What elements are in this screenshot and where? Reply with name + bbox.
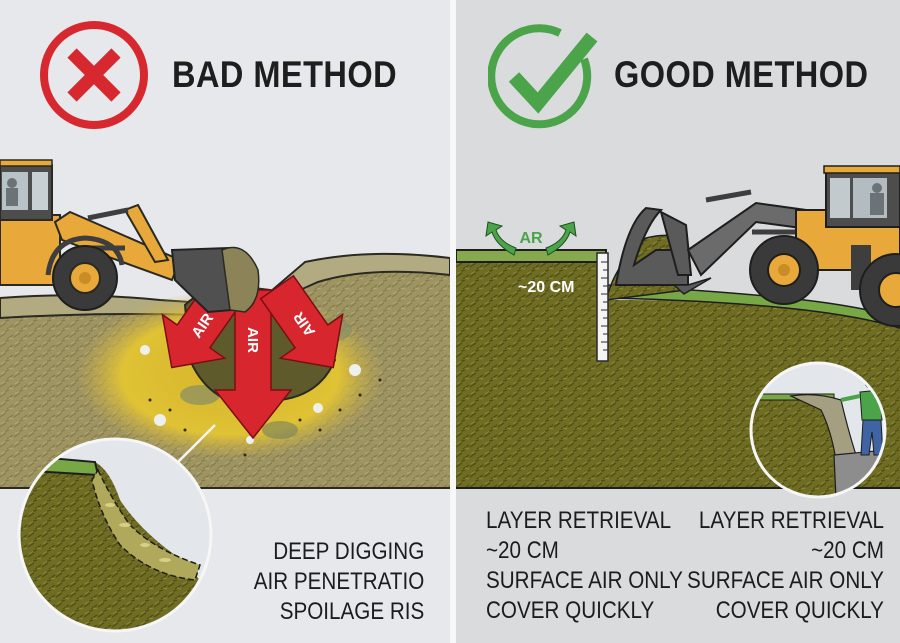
bad-method-header: BAD METHOD: [38, 0, 428, 150]
good-caption-b-line-2: ~20 CM: [811, 537, 884, 564]
good-caption-a-line-3: SURFACE AIR ONLY: [486, 567, 683, 594]
bad-method-caption: DEEP DIGGING AIR PENETRATIO SPOILAGE RIS: [254, 537, 424, 627]
air-label: AR: [519, 230, 543, 247]
bad-caption-line-2: AIR PENETRATIO: [253, 568, 424, 595]
good-method-scene: ~20 CM AR: [456, 165, 900, 499]
surface-air-arrows: AR: [485, 221, 577, 256]
good-method-title: GOOD METHOD: [614, 54, 869, 95]
wheel-loader-good: [614, 165, 900, 327]
good-caption-b-line-3: SURFACE AIR ONLY: [687, 567, 884, 594]
depth-ruler: [596, 252, 609, 362]
bad-caption-line-3: SPOILAGE RIS: [279, 598, 424, 625]
x-circle-icon: [40, 21, 148, 129]
bad-caption-line-1: DEEP DIGGING: [272, 538, 424, 565]
bad-method-title: BAD METHOD: [172, 54, 398, 95]
good-method-panel: ~20 CM AR: [456, 0, 900, 643]
good-caption-b-line-4: COVER QUICKLY: [715, 597, 884, 624]
bad-method-scene: AIR AIR AIR: [0, 159, 450, 633]
bad-method-panel: AIR AIR AIR: [0, 0, 450, 633]
good-method-header: GOOD METHOD: [488, 0, 900, 150]
good-method-caption-a: LAYER RETRIEVAL ~20 CM SURFACE AIR ONLY …: [486, 506, 683, 626]
wheel-loader-bad: [0, 159, 260, 314]
depth-label: ~20 CM: [518, 279, 574, 296]
bad-inset-closeup: [17, 437, 213, 633]
callout-line: [177, 424, 216, 463]
air-arrow-middle-label: AIR: [244, 327, 261, 353]
good-caption-b-line-1: LAYER RETRIEVAL: [698, 507, 884, 534]
good-inset-closeup: [749, 361, 887, 499]
good-caption-a-line-2: ~20 CM: [486, 537, 559, 564]
good-caption-a-line-1: LAYER RETRIEVAL: [486, 507, 672, 534]
good-caption-a-line-4: COVER QUICKLY: [486, 597, 655, 624]
check-circle-icon: [488, 24, 598, 129]
good-method-caption-b: LAYER RETRIEVAL ~20 CM SURFACE AIR ONLY …: [687, 506, 884, 626]
panel-divider: [450, 0, 456, 643]
